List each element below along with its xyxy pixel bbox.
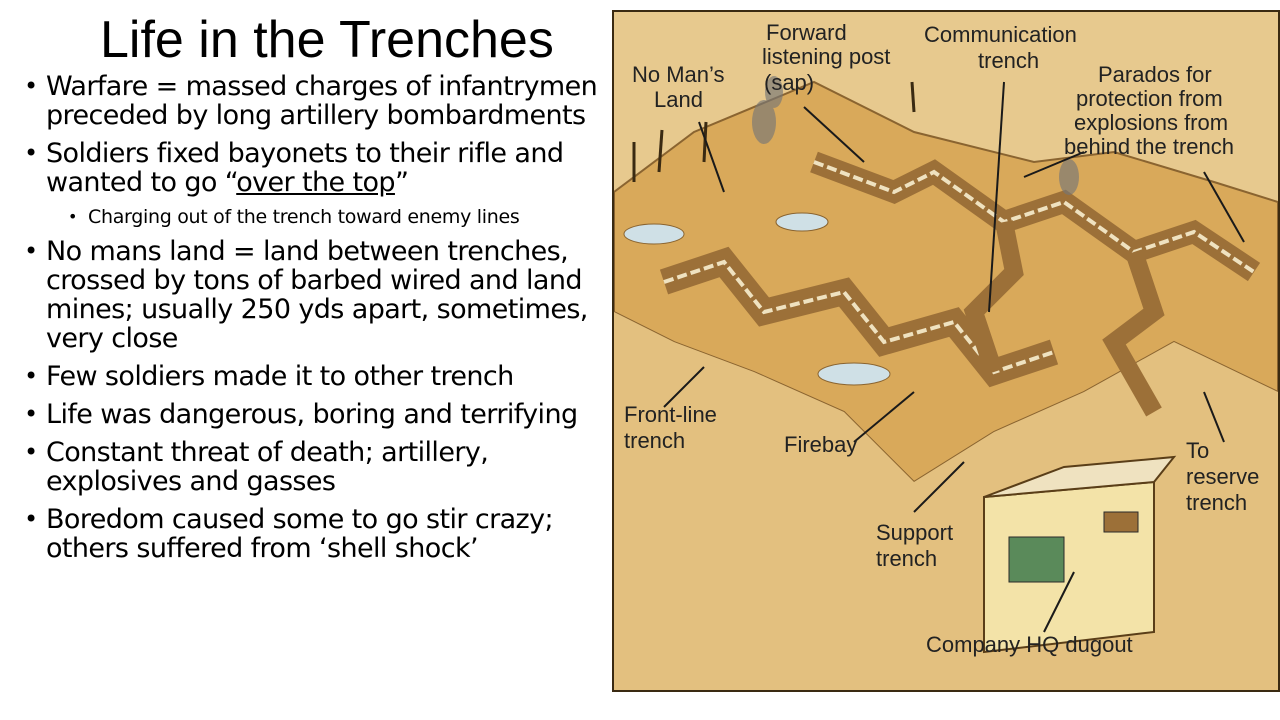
crater-water-2 [817,362,891,386]
crater-water-1 [623,223,685,245]
label-communication-2: trench [978,48,1039,73]
label-forward-post-3: (sap) [764,70,814,95]
bullet-bayonets-text: Soldiers fixed bayonets to their rifle a… [46,138,564,198]
label-parados-2: protection from [1076,86,1223,111]
bullet-threat-of-death: Constant threat of death; artillery, exp… [24,438,604,496]
trench-illustration: No Man’s Land Forward listening post (sa… [614,12,1278,690]
bullet-few-soldiers: Few soldiers made it to other trench [24,362,604,391]
crater-water-3 [775,212,829,232]
label-firebay: Firebay [784,432,857,457]
over-the-top-link[interactable]: over the top [236,167,395,198]
bullet-bayonets-end: ” [394,167,409,198]
communication-trench-line [963,220,1165,417]
label-communication-1: Communication [924,22,1077,47]
bunk-bed [1008,536,1065,583]
bullet-list: Warfare = massed charges of infantrymen … [24,72,604,572]
smoke-plumes [752,76,1079,195]
label-no-mans-land-1: No Man’s [632,62,725,87]
label-reserve-3: trench [1186,490,1247,515]
support-trench-line [810,151,1261,282]
sub-bullet-charging: Charging out of the trench toward enemy … [68,206,604,228]
dead-trees [632,81,916,182]
label-forward-post-1: Forward [766,20,847,45]
bullet-no-mans-land: No mans land = land between trenches, cr… [24,237,604,353]
label-front-line-1: Front-line [624,402,717,427]
slide-title: Life in the Trenches [100,11,554,69]
trench-diagram: No Man’s Land Forward listening post (sa… [612,10,1280,692]
hq-table [1103,511,1139,533]
hq-dugout [983,455,1177,654]
label-reserve-2: reserve [1186,464,1259,489]
bullet-boredom: Boredom caused some to go stir crazy; ot… [24,505,604,563]
label-parados-3: explosions from [1074,110,1228,135]
label-support-2: trench [876,546,937,571]
bullet-bayonets: Soldiers fixed bayonets to their rifle a… [24,139,604,197]
label-front-line-2: trench [624,428,685,453]
label-leader-lines [663,81,1245,633]
label-parados-1: Parados for [1098,62,1212,87]
bullet-warfare: Warfare = massed charges of infantrymen … [24,72,604,130]
bullet-life-dangerous: Life was dangerous, boring and terrifyin… [24,400,604,429]
label-support-1: Support [876,520,953,545]
label-parados-4: behind the trench [1064,134,1234,159]
label-hq-dugout: Company HQ dugout [926,632,1133,657]
label-reserve-1: To [1186,438,1209,463]
label-forward-post-2: listening post [762,44,890,69]
label-no-mans-land-2: Land [654,87,703,112]
